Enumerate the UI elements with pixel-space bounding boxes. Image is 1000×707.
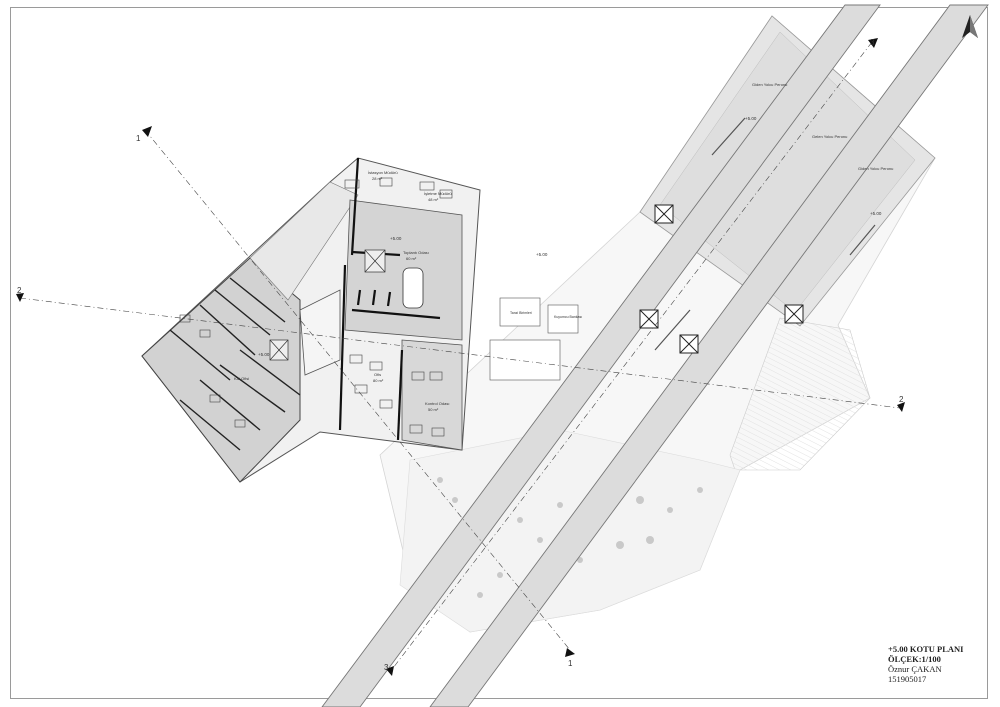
section-label-2a: 2	[17, 286, 22, 295]
room-area-toplanti: 60 m²	[406, 256, 417, 261]
room-area-isletme: 48 m²	[428, 197, 439, 202]
section-lines	[19, 41, 901, 673]
section-label-3a: 3	[870, 38, 875, 47]
platform-elevators	[639, 204, 804, 354]
level-mark-4: +5.00	[258, 352, 270, 357]
section-label-2b: 2	[899, 395, 904, 404]
room-label-kuyumcu: Kuyumcu Bankası	[554, 315, 582, 319]
room-label-toplanti: Toplantı Odası	[403, 250, 429, 255]
north-arrow-icon	[962, 15, 978, 38]
rail-track-2	[429, 4, 989, 707]
level-mark-1: +5.00	[745, 116, 757, 121]
office-furniture	[179, 177, 453, 437]
meeting-table	[402, 267, 424, 309]
west-wing-floor	[141, 257, 301, 483]
room-label-istasyon: İstasyon Müdürü	[368, 170, 398, 175]
section-label-1a: 1	[136, 134, 141, 143]
room-label-ofis: Ofis	[374, 372, 381, 377]
room-label-kontrol: Kontrol Odası	[425, 401, 449, 406]
student-id: 151905017	[888, 674, 927, 684]
rail-track-1	[321, 4, 881, 707]
room-partitions	[169, 277, 301, 451]
plan-scale: ÖLÇEK:1/100	[888, 654, 941, 664]
room-label-kat-ofisi: Kat Ofisi	[234, 376, 249, 381]
service-kiosks	[489, 297, 579, 381]
platform-label-2: Gelen Yolcu Peronu	[812, 134, 847, 139]
drawing-frame	[10, 7, 988, 699]
east-block-grey	[401, 339, 463, 451]
section-label-1b: 1	[568, 659, 573, 668]
courtyard	[299, 289, 341, 376]
room-area-kontrol: 50 m²	[428, 407, 439, 412]
room-label-isletme: İşletme Müdürü	[424, 191, 452, 196]
circulation-core	[344, 199, 463, 341]
room-area-ofis: 80 m²	[373, 378, 384, 383]
platform-benches	[654, 117, 876, 351]
plan-title: +5.00 KOTU PLANI	[888, 644, 964, 654]
platform-label-3: Giden Yolcu Peronu	[858, 166, 893, 171]
platform-label-1: Giden Yolcu Peronu	[752, 82, 787, 87]
level-mark-3: +5.00	[390, 236, 402, 241]
level-mark-5: +5.00	[536, 252, 548, 257]
level-mark-2: +5.00	[870, 211, 882, 216]
ramp-area	[729, 317, 871, 471]
title-block: +5.00 KOTU PLANI ÖLÇEK:1/100 Öznur ÇAKAN…	[888, 644, 988, 684]
author-name: Öznur ÇAKAN	[888, 664, 942, 674]
section-markers	[16, 38, 905, 676]
room-area-istasyon: 28 m²	[372, 176, 383, 181]
stair-symbol	[269, 249, 386, 361]
section-label-3b: 3	[384, 663, 389, 672]
corridor-strip	[249, 181, 359, 301]
room-label-tanzi: Tanzi Birimleri	[510, 311, 532, 315]
